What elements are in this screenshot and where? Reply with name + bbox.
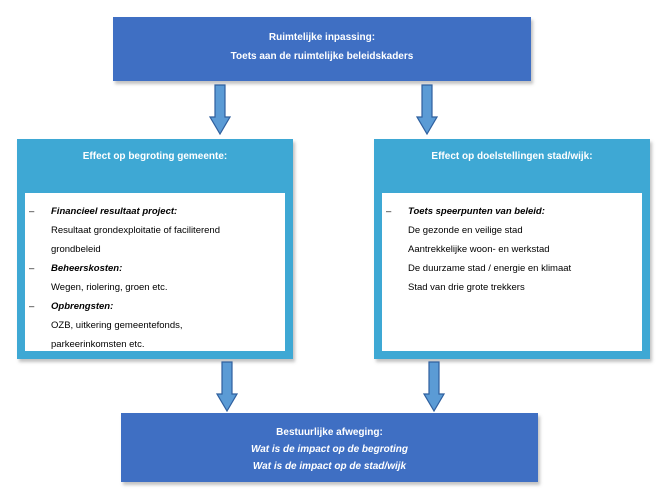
list-item: – Opbrengsten: OZB, uitkering gemeentefo… (25, 297, 279, 354)
list-dash: – (29, 263, 35, 274)
list-item-heading: Opbrengsten: (51, 301, 114, 312)
top-box-title: Ruimtelijke inpassing: (268, 32, 376, 43)
list-item-heading: Beheerskosten: (51, 263, 123, 274)
list-item: – Beheerskosten: Wegen, riolering, groen… (25, 259, 279, 297)
top-box-spatial-fit: Ruimtelijke inpassing: Toets aan de ruim… (113, 17, 531, 81)
list-item-line: Resultaat grondexploitatie of facilitere… (51, 225, 220, 236)
bottom-box-decision: Bestuurlijke afweging: Wat is de impact … (121, 413, 538, 482)
list-dash: – (29, 206, 35, 217)
list-item-heading: Financieel resultaat project: (51, 206, 178, 217)
list-item-line: OZB, uitkering gemeentefonds, (51, 320, 183, 331)
list-item: – Financieel resultaat project: Resultaa… (25, 202, 279, 259)
list-dash: – (386, 206, 392, 217)
list-item-line: De duurzame stad / energie en klimaat (408, 263, 572, 274)
list-item-line: Aantrekkelijke woon- en werkstad (408, 244, 550, 255)
arrow-down-right-lower (423, 361, 445, 412)
list-item-heading: Toets speerpunten van beleid: (408, 206, 545, 217)
list-item-line: De gezonde en veilige stad (408, 225, 523, 236)
list-item-line: grondbeleid (51, 244, 101, 255)
arrow-down-left-upper (209, 84, 231, 135)
panel-budget-effect: Effect op begroting gemeente: – Financie… (17, 139, 293, 359)
bottom-box-title: Bestuurlijke afweging: (276, 427, 383, 438)
panel-budget-title: Effect op begroting gemeente: (82, 151, 228, 162)
panel-budget-content: – Financieel resultaat project: Resultaa… (25, 193, 285, 351)
panel-goals-title: Effect op doelstellingen stad/wijk: (431, 151, 593, 162)
panel-goals-content: – Toets speerpunten van beleid: De gezon… (382, 193, 642, 351)
panel-goals-effect: Effect op doelstellingen stad/wijk: – To… (374, 139, 650, 359)
top-box-subtitle: Toets aan de ruimtelijke beleidskaders (230, 51, 414, 62)
list-item-line: Stad van drie grote trekkers (408, 282, 525, 293)
bottom-box-question-budget: Wat is de impact op de begroting (250, 444, 409, 455)
list-item: – Toets speerpunten van beleid: De gezon… (382, 202, 636, 297)
arrow-down-right-upper (416, 84, 438, 135)
arrow-down-left-lower (216, 361, 238, 412)
list-item-line: parkeerinkomsten etc. (51, 339, 145, 350)
list-item-line: Wegen, riolering, groen etc. (51, 282, 168, 293)
bottom-box-question-city: Wat is de impact op de stad/wijk (252, 461, 407, 472)
list-dash: – (29, 301, 35, 312)
